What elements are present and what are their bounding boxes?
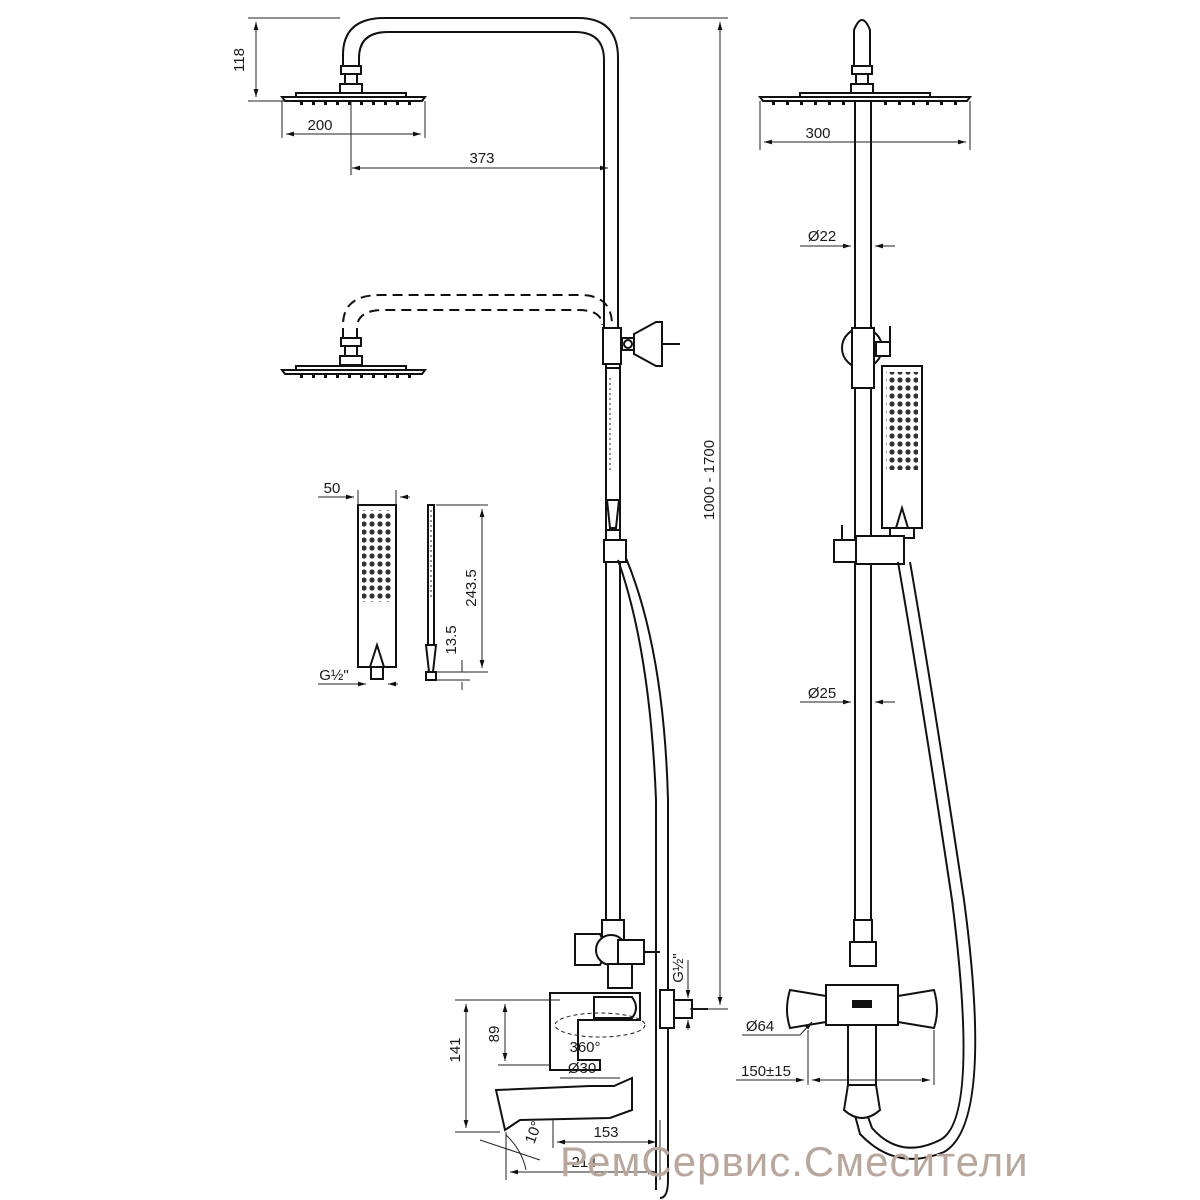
dim-spout-reach-a: 153 [593, 1124, 618, 1141]
dim-spout-reach-b: 214 [571, 1154, 596, 1171]
dim-head-width-large: 300 [805, 125, 830, 142]
bath-spout [494, 1076, 633, 1132]
dim-spout-diameter: Ø30 [568, 1060, 596, 1077]
dim-mixer-spacing: 150±15 [741, 1063, 791, 1080]
dimension-lines [248, 17, 971, 1180]
dim-pipe-upper: Ø22 [808, 228, 836, 245]
lowered-arm-position [342, 294, 613, 338]
watermark-text: РемСервис.Смесители [560, 1138, 1029, 1185]
dim-pipe-lower: Ø25 [808, 685, 836, 702]
dim-spout-height-a: 89 [486, 1026, 503, 1043]
handshower-detail [357, 504, 438, 681]
dim-handshower-thread: G½" [319, 667, 349, 684]
shower-arm [342, 17, 619, 328]
dim-mixer-diameter: Ø64 [746, 1018, 774, 1035]
dim-head-width-small: 200 [307, 117, 332, 134]
dim-handshower-base: 13.5 [443, 625, 460, 654]
dim-inlet-thread: G½" [670, 953, 687, 983]
dim-head-height: 118 [231, 48, 248, 72]
front-view [280, 17, 708, 1199]
dim-spout-rotation: 360° [569, 1039, 600, 1056]
dim-handshower-length: 243.5 [463, 569, 480, 607]
shower-hose [617, 559, 657, 1190]
dim-spout-angle: 10° [522, 1119, 546, 1146]
dim-handshower-width: 50 [324, 480, 341, 497]
dimension-labels: 118 200 373 1000 - 1700 300 Ø22 Ø25 50 2… [231, 48, 836, 1171]
dim-total-height: 1000 - 1700 [701, 440, 718, 520]
side-view [758, 19, 977, 1160]
dim-spout-height-b: 141 [447, 1037, 464, 1062]
dim-arm-reach: 373 [469, 150, 494, 167]
